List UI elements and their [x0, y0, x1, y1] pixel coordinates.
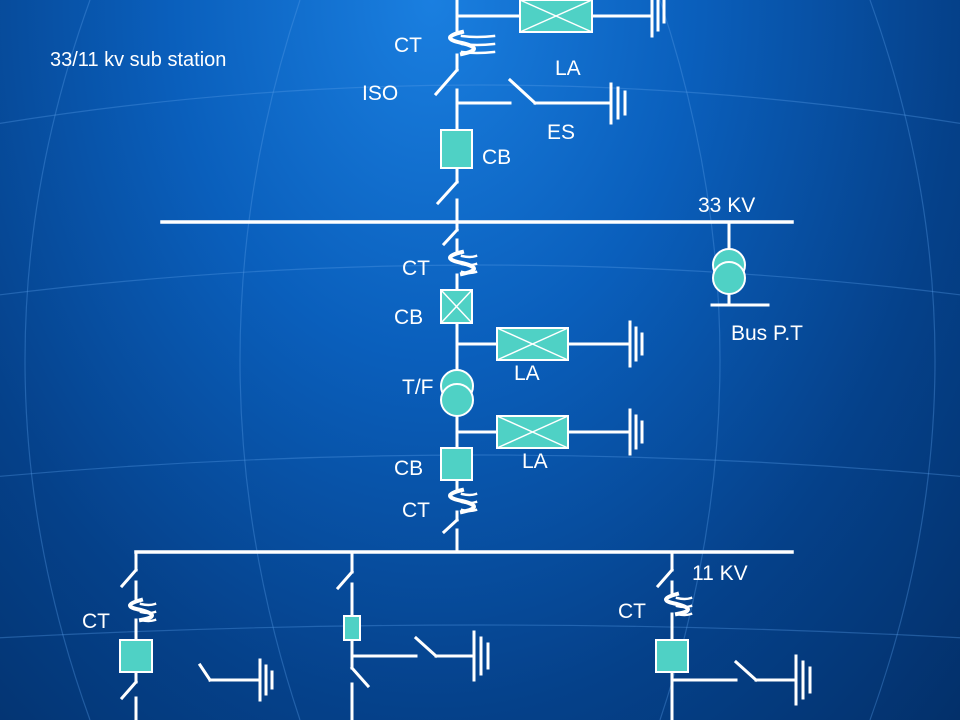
bus-pt-coil-2 — [712, 261, 746, 295]
earth-switch — [507, 77, 538, 106]
isolator-feeder-right — [655, 567, 675, 589]
ct-coil-feeder-left — [128, 597, 154, 623]
label-ct-low: CT — [402, 499, 430, 522]
fuse-feeder-mid — [343, 615, 361, 641]
label-ct-top: CT — [394, 34, 422, 57]
label-ct-feeder-left: CT — [82, 610, 110, 633]
label-es: ES — [547, 121, 576, 144]
ct-tail-top — [460, 34, 496, 55]
label-cb-low: CB — [394, 457, 424, 480]
isolator-mid — [441, 227, 460, 247]
earth-switch-feeder-mid — [413, 635, 439, 659]
cb-feeder-left — [119, 639, 153, 673]
diagram-title: 33/11 kv sub station — [50, 49, 227, 71]
cb-low — [440, 447, 473, 481]
label-cb-mid: CB — [394, 306, 424, 329]
isolator-feeder-left — [119, 567, 139, 589]
ct-coil-feeder-right — [664, 591, 690, 617]
label-la-top: LA — [555, 57, 581, 80]
label-tf: T/F — [402, 376, 434, 399]
label-ct-feeder-right: CT — [618, 600, 646, 623]
label-iso: ISO — [362, 82, 399, 105]
label-bus-pt: Bus P.T — [731, 322, 803, 345]
label-bus-11kv: 11 KV — [692, 562, 748, 585]
label-bus-33kv: 33 KV — [698, 194, 756, 217]
label-cb-top: CB — [482, 146, 512, 169]
transformer-coil-2 — [440, 383, 474, 417]
label-la-mid-1: LA — [514, 362, 540, 385]
isolator-feeder-mid — [335, 569, 355, 591]
label-ct-mid: CT — [402, 257, 430, 280]
cb-feeder-right — [655, 639, 689, 673]
isolator-top-2 — [435, 179, 460, 206]
cb-top — [440, 129, 473, 169]
label-la-mid-2: LA — [522, 450, 548, 473]
isolator-top — [433, 67, 460, 97]
